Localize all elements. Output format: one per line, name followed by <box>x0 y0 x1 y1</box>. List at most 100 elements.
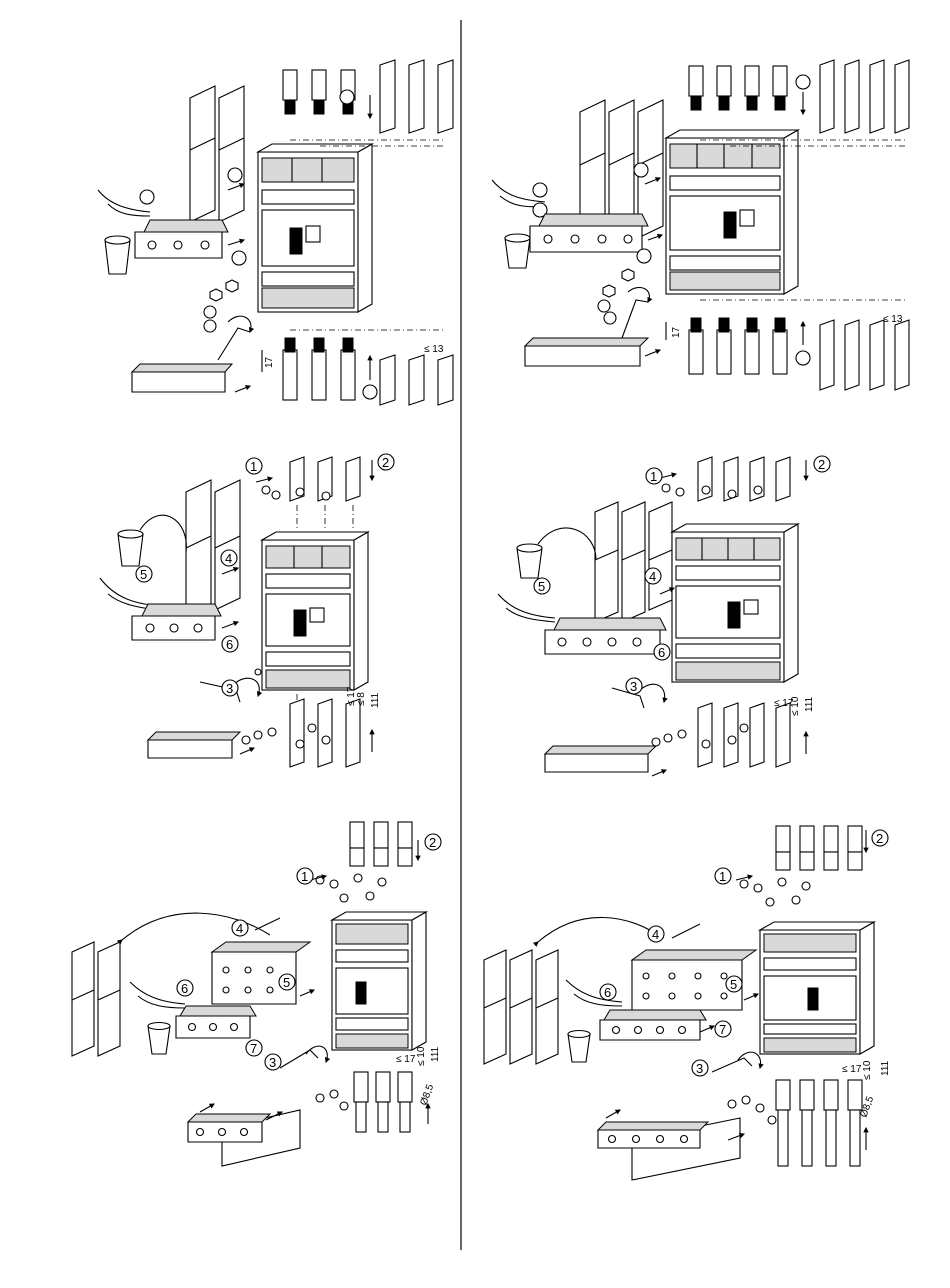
bottom-cover <box>545 746 666 776</box>
p3-step-1: 1 <box>246 458 262 474</box>
p6-step-6: 6 <box>600 984 616 1000</box>
p3-dim-c: 111 <box>370 692 381 708</box>
p5-dim-a: ≤ 17 <box>396 1054 416 1065</box>
p3-step-5: 5 <box>136 566 152 582</box>
cable-lugs-top <box>310 822 418 902</box>
panel-3-diagram: 1 2 3 4 5 6 ≤ 17 ≤ 8 111 <box>100 454 394 767</box>
p5-dim-b: ≤ 10 <box>416 1046 427 1066</box>
p2-dim-a: 17 <box>671 326 682 338</box>
svg-text:3: 3 <box>630 679 637 694</box>
svg-text:4: 4 <box>652 927 659 942</box>
p4-dim-b: ≤ 10 <box>790 696 801 716</box>
p3-step-3: 3 <box>222 680 238 696</box>
cable-terminals-bottom <box>262 330 453 405</box>
cable-lugs-bottom <box>316 1072 428 1132</box>
hex-nuts-and-key <box>204 280 251 360</box>
svg-text:1: 1 <box>650 469 657 484</box>
svg-text:2: 2 <box>382 455 389 470</box>
p6-step-4: 4 <box>648 926 664 942</box>
p5-step-5: 5 <box>279 974 295 990</box>
svg-text:5: 5 <box>730 977 737 992</box>
pliers-and-bin <box>492 180 547 268</box>
bottom-cover <box>132 364 250 392</box>
p6-step-2: 2 <box>872 830 888 846</box>
p3-step-4: 4 <box>221 550 237 566</box>
p4-step-1: 1 <box>646 468 662 484</box>
p5-step-1: 1 <box>297 868 313 884</box>
p4-step-5: 5 <box>534 578 550 594</box>
p6-dim-c: 111 <box>880 1060 891 1076</box>
panel-4-diagram: 1 2 3 4 5 6 ≤ 17 ≤ 10 111 <box>498 456 830 776</box>
busbars-bottom <box>652 703 806 767</box>
bottom-cover <box>148 732 254 758</box>
svg-text:4: 4 <box>225 551 232 566</box>
p5-dim-c: 111 <box>430 1046 441 1062</box>
circuit-breaker-4p <box>760 922 874 1054</box>
svg-text:7: 7 <box>250 1041 257 1056</box>
svg-text:5: 5 <box>538 579 545 594</box>
p3-dim-b: ≤ 8 <box>356 692 367 706</box>
busbars-top <box>660 457 806 501</box>
circuit-breaker-4p <box>666 130 798 294</box>
cable-terminals-bottom <box>666 300 909 390</box>
svg-text:6: 6 <box>226 637 233 652</box>
svg-text:4: 4 <box>236 921 243 936</box>
svg-text:6: 6 <box>658 645 665 660</box>
p4-dim-c: 111 <box>804 696 815 712</box>
svg-text:1: 1 <box>301 869 308 884</box>
cable-terminals-top <box>283 70 370 118</box>
svg-text:5: 5 <box>140 567 147 582</box>
panel-2-diagram: 17 ≤ 13 <box>492 60 909 390</box>
p5-step-7: 7 <box>246 1040 262 1056</box>
p5-step-2: 2 <box>425 834 441 850</box>
p5-step-3: 3 <box>265 1054 281 1070</box>
svg-text:5: 5 <box>283 975 290 990</box>
circuit-breaker-3p <box>332 912 426 1050</box>
p6-step-7: 7 <box>715 1021 731 1037</box>
p4-step-6: 6 <box>654 644 670 660</box>
p5-step-4: 4 <box>232 920 248 936</box>
p5-dim-d: Ø8,5 <box>418 1082 436 1107</box>
hex-key <box>280 1046 327 1068</box>
terminal-shield-bottom <box>188 1104 300 1166</box>
svg-text:2: 2 <box>876 831 883 846</box>
p1-dim-b: ≤ 13 <box>424 344 444 355</box>
p2-dim-b: ≤ 13 <box>883 314 903 325</box>
p6-step-1: 1 <box>715 868 731 884</box>
p5-step-6: 6 <box>177 980 193 996</box>
p6-step-5: 5 <box>726 976 742 992</box>
p4-step-3: 3 <box>626 678 642 694</box>
circuit-breaker-3p <box>262 532 368 690</box>
hex-nuts-and-key <box>598 269 649 338</box>
p6-dim-b: ≤ 10 <box>862 1060 873 1080</box>
svg-text:1: 1 <box>250 459 257 474</box>
hex-key <box>712 1052 761 1072</box>
p4-step-4: 4 <box>645 568 661 584</box>
svg-text:6: 6 <box>181 981 188 996</box>
pliers-and-bin <box>498 528 596 622</box>
cable-lugs-bottom <box>728 1080 866 1166</box>
busbars-top <box>256 457 372 530</box>
svg-text:1: 1 <box>719 869 726 884</box>
p4-step-2: 2 <box>814 456 830 472</box>
circuit-breaker-3p <box>258 144 372 312</box>
svg-text:6: 6 <box>604 985 611 1000</box>
svg-text:2: 2 <box>429 835 436 850</box>
panel-5-diagram: 1 2 3 4 5 6 7 ≤ 17 ≤ 10 111 Ø8,5 <box>72 822 441 1166</box>
phase-barriers <box>595 502 672 622</box>
terminal-shield-bottom <box>598 1110 744 1180</box>
svg-text:3: 3 <box>269 1055 276 1070</box>
p3-step-2: 2 <box>378 454 394 470</box>
svg-text:3: 3 <box>226 681 233 696</box>
svg-text:3: 3 <box>696 1061 703 1076</box>
p1-dim-a: 17 <box>264 356 275 368</box>
cable-lugs-top <box>736 826 866 906</box>
phase-barriers <box>190 86 244 222</box>
svg-text:7: 7 <box>719 1022 726 1037</box>
svg-text:2: 2 <box>818 457 825 472</box>
svg-text:4: 4 <box>649 569 656 584</box>
p6-step-3: 3 <box>692 1060 708 1076</box>
circuit-breaker-4p <box>672 524 798 682</box>
